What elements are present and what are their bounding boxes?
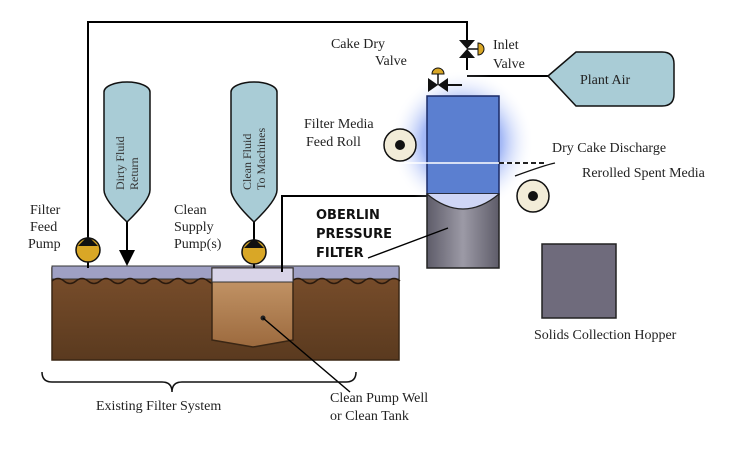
clean-supply-label-2: Supply — [174, 220, 214, 235]
oberlin-pressure-filter — [390, 70, 545, 269]
leader-lines — [262, 227, 449, 393]
inlet-valve-icon — [459, 40, 485, 58]
cake-dry-valve-label-2: Valve — [375, 54, 407, 69]
spent-media-roll-icon — [514, 162, 556, 213]
oberlin-label-1: OBERLIN — [316, 208, 380, 223]
dirty-fluid-return-balloon: Dirty Fluid Return — [103, 81, 151, 224]
filter-feed-pump-label-1: Filter — [30, 203, 61, 218]
clean-supply-label-1: Clean — [174, 203, 207, 218]
feed-roll-icon — [383, 128, 417, 162]
solids-hopper-label: Solids Collection Hopper — [534, 328, 677, 343]
clean-pump-well-label-2: or Clean Tank — [330, 409, 409, 424]
labels: Cake Dry Valve Inlet Valve Filter Media … — [28, 37, 706, 424]
cake-dry-valve-label-1: Cake Dry — [331, 37, 385, 52]
dirty-fluid-return-label-2: Return — [127, 157, 141, 190]
clean-supply-label-3: Pump(s) — [174, 237, 222, 252]
existing-system-bracket — [41, 371, 357, 393]
plant-air-tank: Plant Air — [546, 51, 675, 107]
filter-feed-pump-label-3: Pump — [28, 237, 61, 252]
cake-dry-valve-icon — [428, 67, 462, 92]
dirty-fluid-return-label-1: Dirty Fluid — [113, 136, 127, 190]
inlet-valve-label-2: Valve — [493, 57, 525, 72]
inlet-valve-label-1: Inlet — [493, 38, 519, 53]
oberlin-label-2: PRESSURE — [316, 227, 392, 242]
solids-collection-hopper — [541, 243, 617, 319]
clean-supply-pump-icon — [241, 238, 267, 265]
clean-pump-well — [211, 267, 294, 348]
clean-fluid-label-2: To Machines — [254, 128, 268, 190]
filter-media-label-1: Filter Media — [304, 117, 374, 132]
clean-fluid-to-machines-balloon: Clean Fluid To Machines — [230, 81, 278, 224]
filter-media-label-2: Feed Roll — [306, 135, 361, 150]
existing-filter-system-label: Existing Filter System — [96, 399, 221, 414]
oberlin-label-3: FILTER — [316, 246, 364, 261]
dry-cake-discharge-label: Dry Cake Discharge — [552, 141, 666, 156]
rerolled-spent-media-label: Rerolled Spent Media — [582, 166, 706, 181]
clean-pump-well-label-1: Clean Pump Well — [330, 391, 428, 406]
plant-air-label: Plant Air — [580, 73, 631, 88]
filter-feed-pump-icon — [75, 236, 101, 263]
clean-fluid-label-1: Clean Fluid — [240, 134, 254, 190]
filter-feed-pump-label-2: Feed — [30, 220, 57, 235]
